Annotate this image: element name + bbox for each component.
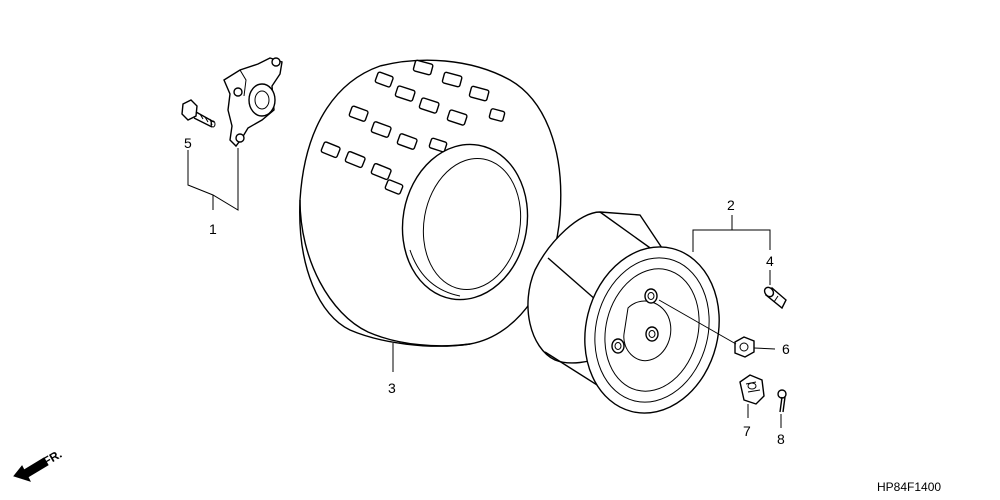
wheel-rim[interactable] bbox=[527, 211, 736, 427]
callout-3: 3 bbox=[388, 380, 396, 396]
lug-nut[interactable] bbox=[734, 336, 755, 358]
callout-2: 2 bbox=[727, 197, 735, 213]
callout-4: 4 bbox=[766, 253, 774, 269]
castle-nut[interactable] bbox=[739, 374, 765, 405]
front-direction-arrow-icon bbox=[13, 457, 49, 482]
callout-1: 1 bbox=[209, 221, 217, 237]
callout-6: 6 bbox=[782, 341, 790, 357]
drawing-code: HP84F1400 bbox=[877, 480, 941, 494]
leader-lines bbox=[187, 148, 782, 428]
hub-bolt[interactable] bbox=[181, 99, 216, 128]
tire-valve[interactable] bbox=[763, 286, 787, 310]
tire[interactable] bbox=[299, 59, 562, 347]
callout-7: 7 bbox=[743, 423, 751, 439]
callout-5: 5 bbox=[184, 135, 192, 151]
cotter-pin[interactable] bbox=[777, 389, 787, 413]
callout-8: 8 bbox=[777, 431, 785, 447]
wheel-hub[interactable] bbox=[223, 57, 283, 148]
